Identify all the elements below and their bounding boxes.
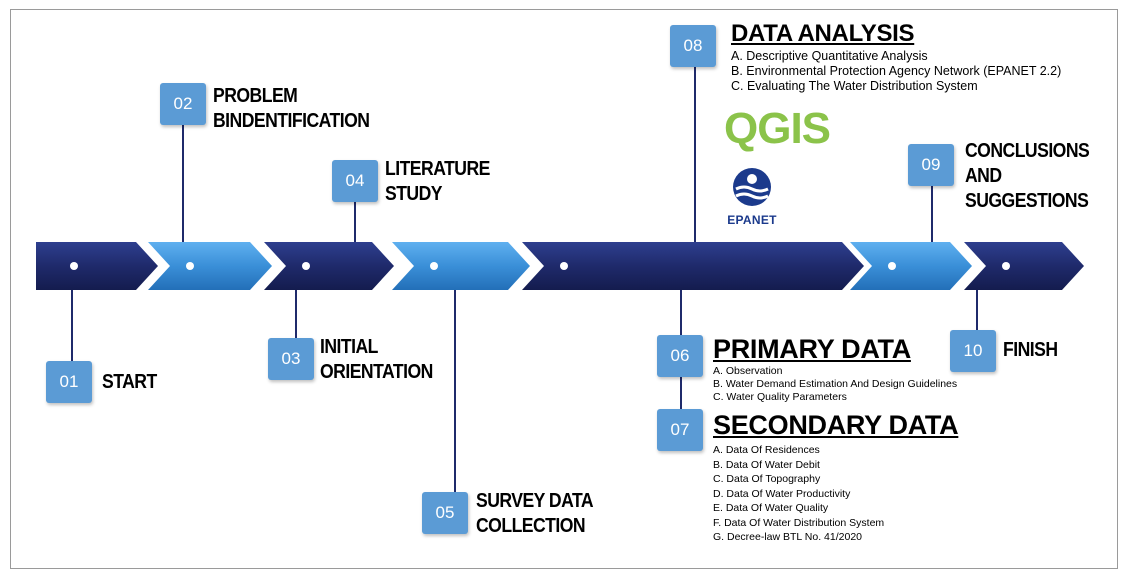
stem-06: [680, 290, 682, 335]
step-08-item: C. Evaluating The Water Distribution Sys…: [731, 79, 978, 93]
qgis-logo: QGIS: [724, 104, 831, 153]
step-07-number: 07: [657, 409, 703, 451]
step-08-list: A. Descriptive Quantitative Analysis B. …: [731, 49, 1061, 94]
step-07-item: C. Data Of Topography: [713, 473, 821, 485]
epa-emblem-icon: [733, 168, 771, 206]
stem-05: [454, 290, 456, 492]
stem-08: [694, 66, 696, 242]
step-06-title: PRIMARY DATA: [713, 334, 911, 364]
step-02-line-2: BINDENTIFICATION: [213, 110, 370, 132]
step-05-line-1: SURVEY DATA: [476, 490, 594, 512]
epanet-logo-text: EPANET: [727, 213, 777, 227]
timeline-chevron: [850, 242, 972, 290]
step-09-line-3: SUGGESTIONS: [965, 190, 1089, 212]
timeline-chevron: [148, 242, 272, 290]
step-03-number: 03: [268, 338, 314, 380]
step-08-number: 08: [670, 25, 716, 67]
epanet-logo: EPANET: [722, 165, 782, 227]
step-02-line-1: PROBLEM: [213, 85, 298, 107]
timeline-chevron: [264, 242, 394, 290]
step-09-line-1: CONCLUSIONS: [965, 140, 1090, 162]
step-06-number: 06: [657, 335, 703, 377]
step-01-label: START: [102, 370, 157, 395]
step-06-item: A. Observation: [713, 365, 783, 377]
step-09-number: 09: [908, 144, 954, 186]
timeline-chevron: [36, 242, 158, 290]
stem-02: [182, 122, 184, 242]
step-01-number: 01: [46, 361, 92, 403]
step-07-item: D. Data Of Water Productivity: [713, 487, 851, 500]
timeline-chevron: [964, 242, 1084, 290]
chevron-dot: [430, 262, 438, 270]
chevron-dot: [302, 262, 310, 270]
step-10-line: FINISH: [1003, 339, 1058, 361]
step-04-line-2: STUDY: [385, 183, 443, 205]
step-08-item: B. Environmental Protection Agency Netwo…: [731, 64, 1062, 78]
chevron-dot: [888, 262, 896, 270]
chevron-dot: [560, 262, 568, 270]
step-10-number: 10: [950, 330, 996, 372]
step-07-item: F. Data Of Water Distribution System: [713, 516, 885, 529]
step-06-item: C. Water Quality Parameters: [713, 391, 847, 403]
stem-07: [680, 375, 682, 409]
step-06-list: A. Observation B. Water Demand Estimatio…: [713, 365, 957, 404]
step-07-item: G. Decree-law BTL No. 41/2020: [713, 531, 863, 543]
step-03-line-1: INITIAL: [320, 336, 378, 358]
chevron-dot: [1002, 262, 1010, 270]
step-05-label: SURVEY DATA COLLECTION: [476, 489, 594, 539]
stem-10: [976, 290, 978, 330]
step-07-item: A. Data Of Residences: [713, 444, 820, 456]
step-08-title: DATA ANALYSIS: [731, 20, 915, 47]
chevron-dot: [186, 262, 194, 270]
stem-03: [295, 290, 297, 340]
step-08-item: A. Descriptive Quantitative Analysis: [731, 49, 928, 63]
step-07-list: A. Data Of Residences B. Data Of Water D…: [713, 443, 884, 545]
step-07-item: E. Data Of Water Quality: [713, 502, 829, 514]
step-10-label: FINISH: [1003, 338, 1058, 363]
timeline-chevron: [522, 242, 864, 290]
stem-01: [71, 290, 73, 362]
step-09-line-2: AND: [965, 165, 1002, 187]
step-02-label: PROBLEM BINDENTIFICATION: [213, 84, 370, 134]
step-06-item: B. Water Demand Estimation And Design Gu…: [713, 378, 958, 390]
step-04-label: LITERATURE STUDY: [385, 157, 490, 207]
step-09-label: CONCLUSIONS AND SUGGESTIONS: [965, 139, 1090, 214]
step-05-number: 05: [422, 492, 468, 534]
step-07-item: B. Data Of Water Debit: [713, 458, 820, 471]
stem-09: [931, 184, 933, 242]
step-07-title: SECONDARY DATA: [713, 410, 959, 440]
step-03-line-2: ORIENTATION: [320, 361, 433, 383]
stem-04: [354, 198, 356, 242]
step-02-number: 02: [160, 83, 206, 125]
timeline-chevron: [392, 242, 530, 290]
step-01-line: START: [102, 371, 157, 393]
step-04-line-1: LITERATURE: [385, 158, 490, 180]
chevron-dot: [70, 262, 78, 270]
step-03-label: INITIAL ORIENTATION: [320, 335, 433, 385]
step-05-line-2: COLLECTION: [476, 515, 586, 537]
step-04-number: 04: [332, 160, 378, 202]
timeline-arrow: [36, 242, 1084, 290]
